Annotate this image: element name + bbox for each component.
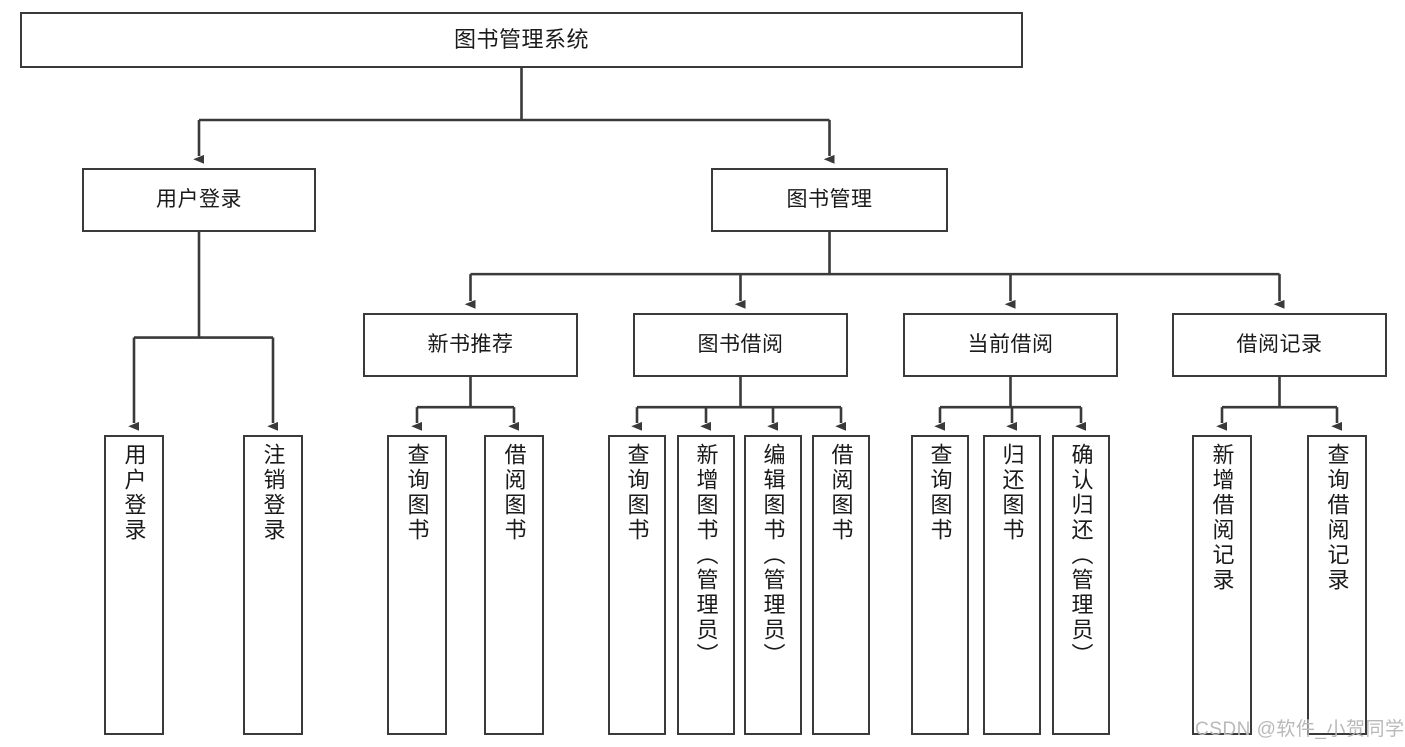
node-leaf-borrow-edit-book[interactable]: 编辑图书（管理员）: [744, 435, 802, 735]
node-leaf-borrow-query-book[interactable]: 查询图书: [608, 435, 666, 735]
node-new-book-recommend[interactable]: 新书推荐: [363, 313, 578, 377]
node-root[interactable]: 图书管理系统: [20, 12, 1023, 68]
node-current-borrow[interactable]: 当前借阅: [903, 313, 1118, 377]
node-leaf-user-logout-label: 注销登录: [260, 443, 286, 543]
node-user-login[interactable]: 用户登录: [82, 168, 316, 232]
node-leaf-rec-query-book-label: 查询图书: [404, 443, 430, 543]
node-leaf-cur-query-book[interactable]: 查询图书: [911, 435, 969, 735]
node-leaf-user-logout[interactable]: 注销登录: [243, 435, 303, 735]
watermark-text: CSDN @软件_小贺同学: [1195, 719, 1405, 740]
node-user-login-label: 用户登录: [156, 187, 242, 211]
node-leaf-rec-borrow-book[interactable]: 借阅图书: [484, 435, 544, 735]
node-leaf-cur-return-book-label: 归还图书: [999, 443, 1025, 543]
node-leaf-user-login[interactable]: 用户登录: [104, 435, 164, 735]
node-leaf-cur-confirm-return-label: 确认归还（管理员）: [1068, 443, 1094, 668]
node-book-manage[interactable]: 图书管理: [711, 168, 948, 232]
node-book-manage-label: 图书管理: [786, 187, 873, 211]
node-leaf-borrow-query-book-label: 查询图书: [624, 443, 650, 543]
node-new-book-recommend-label: 新书推荐: [427, 332, 514, 356]
node-leaf-user-login-label: 用户登录: [121, 443, 147, 543]
node-leaf-cur-query-book-label: 查询图书: [927, 443, 953, 543]
node-leaf-borrow-edit-book-label: 编辑图书（管理员）: [760, 443, 786, 668]
node-leaf-record-add[interactable]: 新增借阅记录: [1192, 435, 1252, 735]
node-borrow-record-label: 借阅记录: [1236, 332, 1323, 356]
node-leaf-rec-query-book[interactable]: 查询图书: [387, 435, 447, 735]
node-leaf-cur-return-book[interactable]: 归还图书: [983, 435, 1041, 735]
node-leaf-rec-borrow-book-label: 借阅图书: [501, 443, 527, 543]
node-leaf-borrow-do-borrow-label: 借阅图书: [828, 443, 854, 543]
node-leaf-cur-confirm-return[interactable]: 确认归还（管理员）: [1052, 435, 1110, 735]
node-borrow-record[interactable]: 借阅记录: [1172, 313, 1387, 377]
node-book-borrow-label: 图书借阅: [697, 332, 784, 356]
node-current-borrow-label: 当前借阅: [967, 332, 1054, 356]
node-leaf-record-query-label: 查询借阅记录: [1324, 443, 1350, 593]
node-leaf-borrow-do-borrow[interactable]: 借阅图书: [812, 435, 870, 735]
node-leaf-borrow-add-book-label: 新增图书（管理员）: [693, 443, 719, 668]
node-leaf-record-query[interactable]: 查询借阅记录: [1307, 435, 1367, 735]
node-leaf-record-add-label: 新增借阅记录: [1209, 443, 1235, 593]
node-leaf-borrow-add-book[interactable]: 新增图书（管理员）: [677, 435, 735, 735]
node-book-borrow[interactable]: 图书借阅: [633, 313, 848, 377]
node-root-label: 图书管理系统: [453, 26, 589, 52]
